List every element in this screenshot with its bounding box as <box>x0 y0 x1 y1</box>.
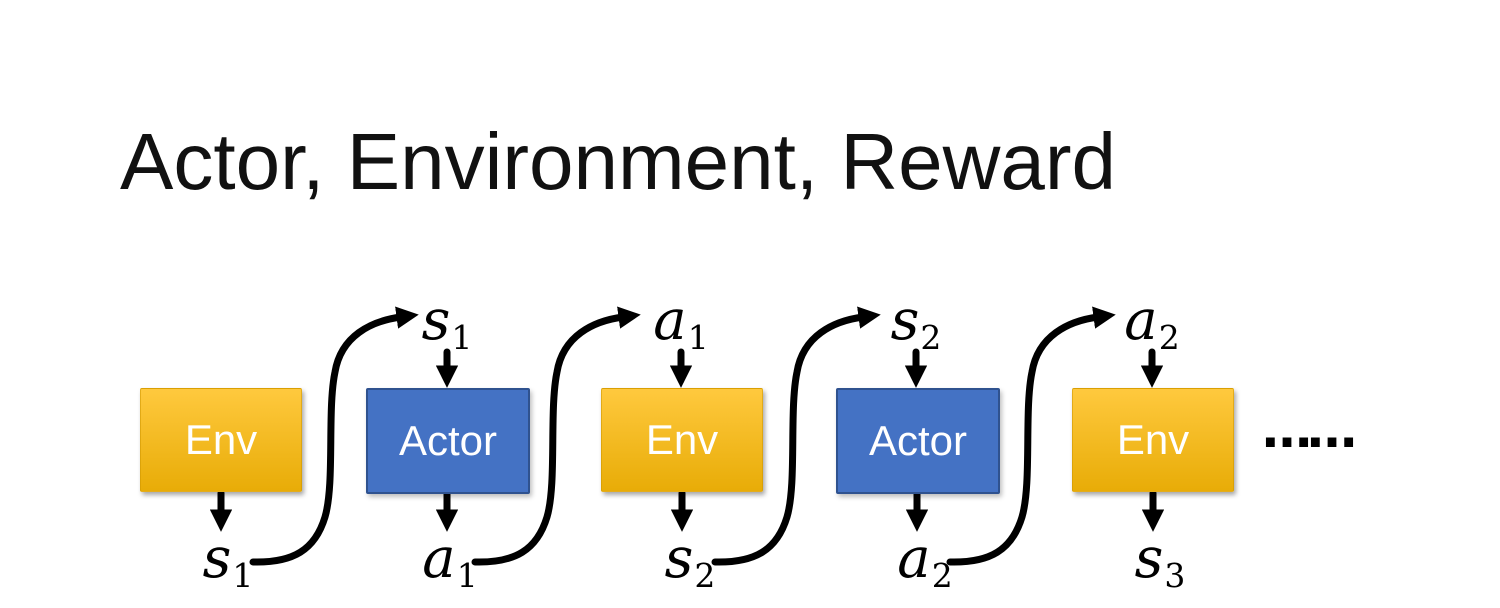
bottom-label-s1-base: s <box>202 526 232 591</box>
actor-box-1-label: Actor <box>398 417 498 464</box>
bottom-label-a2: a2 <box>865 530 985 596</box>
curve-arrow-s2 <box>711 306 881 566</box>
bottom-label-s3: s3 <box>1100 530 1220 596</box>
bottom-label-a2-sub: 2 <box>931 556 953 595</box>
slide-title: Actor, Environment, Reward <box>120 117 1116 206</box>
top-label-a2-sub: 2 <box>1158 318 1180 357</box>
top-label-a2: a2 <box>1092 292 1212 358</box>
bottom-label-s1-sub: 1 <box>232 556 254 595</box>
bottom-label-s3-base: s <box>1134 526 1164 591</box>
top-label-a1-base: a <box>653 288 687 353</box>
bottom-label-s1: s1 <box>168 530 288 596</box>
env-box-1-label: Env <box>184 416 258 463</box>
top-label-s2: s2 <box>856 292 976 358</box>
bottom-label-a1: a1 <box>390 530 510 596</box>
bottom-label-a1-base: a <box>422 526 456 591</box>
top-label-a1-sub: 1 <box>687 318 709 357</box>
bottom-label-s3-sub: 3 <box>1164 556 1186 595</box>
bottom-label-a1-sub: 1 <box>456 556 478 595</box>
top-label-s1: s1 <box>387 292 507 358</box>
top-label-a1: a1 <box>621 292 741 358</box>
env-box-3-label: Env <box>1116 416 1190 463</box>
env-box-2-label: Env <box>645 416 719 463</box>
bottom-label-s2-sub: 2 <box>694 556 716 595</box>
top-label-s2-sub: 2 <box>920 318 942 357</box>
env-box-3: Env <box>1072 388 1234 492</box>
top-label-s1-base: s <box>421 288 451 353</box>
actor-box-2-label: Actor <box>868 417 968 464</box>
curve-arrow-s1 <box>249 306 419 566</box>
actor-box-1: Actor <box>366 388 530 494</box>
top-label-s1-sub: 1 <box>451 318 473 357</box>
env-box-2: Env <box>601 388 763 492</box>
actor-box-2: Actor <box>836 388 1000 494</box>
top-label-a2-base: a <box>1124 288 1158 353</box>
bottom-label-s2-base: s <box>664 526 694 591</box>
top-label-s2-base: s <box>890 288 920 353</box>
curve-arrow-a1 <box>471 306 641 566</box>
continuation-ellipsis: …… <box>1262 401 1357 459</box>
env-box-1: Env <box>140 388 302 492</box>
bottom-label-s2: s2 <box>630 530 750 596</box>
curve-arrow-a2 <box>946 306 1116 566</box>
bottom-label-a2-base: a <box>897 526 931 591</box>
